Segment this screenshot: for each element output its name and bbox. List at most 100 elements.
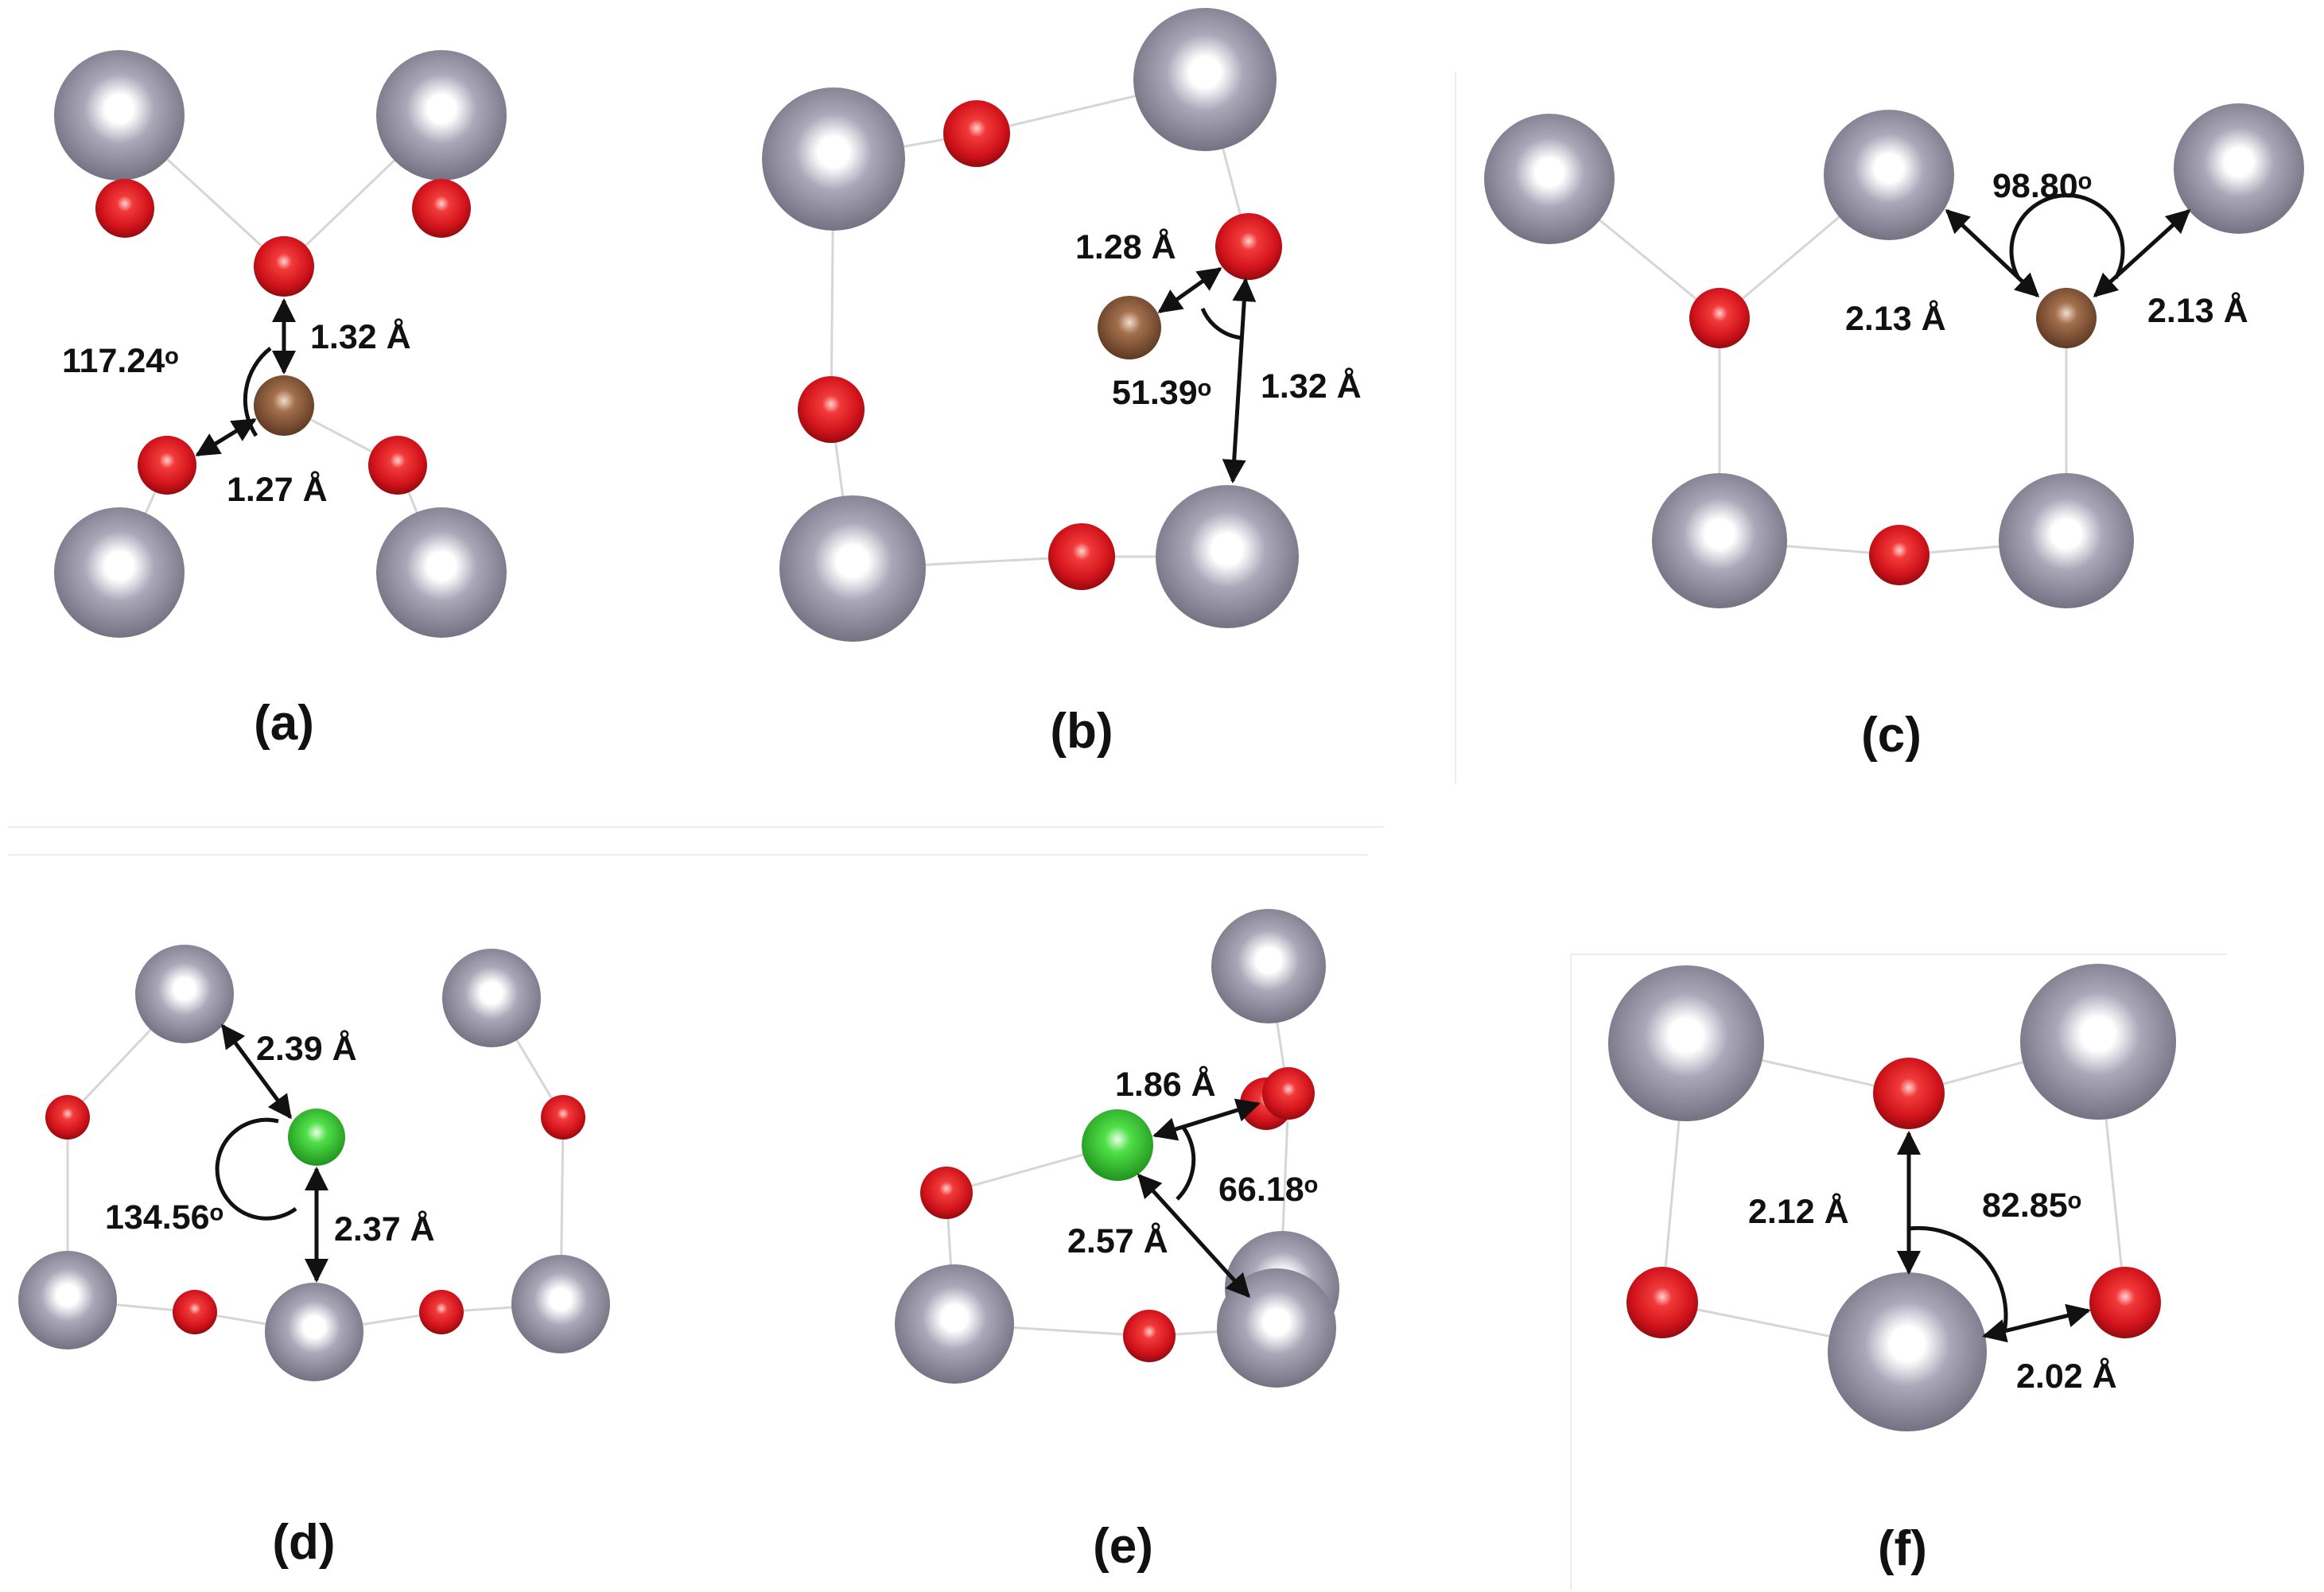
panel-c: 98.80ᵒ 2.13 Å 2.13 Å (c)	[1484, 103, 2304, 763]
metal-atom	[1484, 114, 1615, 244]
panel-f: 82.85ᵒ 2.12 Å 2.02 Å (f)	[1608, 964, 2176, 1576]
oxygen-atom	[254, 236, 314, 297]
measurement-label: 1.32 Å	[1261, 367, 1362, 406]
oxygen-atom	[1626, 1267, 1698, 1338]
metal-atom	[1217, 1268, 1336, 1388]
metal-atom	[1824, 110, 1954, 240]
measurement-label: 2.13 Å	[1845, 300, 1946, 338]
angle-arc	[243, 347, 272, 437]
measurements: 2.39 Å 134.56ᵒ 2.37 Å	[105, 1023, 435, 1283]
panel-frames	[8, 72, 2227, 1590]
bond-length-arrow	[2093, 208, 2191, 298]
measurements: 1.86 Å 66.18ᵒ 2.57 Å	[1067, 1066, 1318, 1299]
panel-caption: (b)	[1050, 704, 1113, 759]
oxygen-atom	[1689, 288, 1750, 348]
measurement-label: 1.86 Å	[1115, 1066, 1216, 1104]
oxygen-atom	[1262, 1067, 1315, 1120]
angle-arc	[1908, 1225, 2008, 1333]
metal-atom	[1156, 485, 1299, 628]
oxygen-atom	[798, 376, 865, 443]
bond-length-arrow	[1137, 1173, 1251, 1299]
chlorine-atom	[1082, 1109, 1153, 1181]
metal-atom	[1211, 909, 1326, 1023]
oxygen-atom	[173, 1290, 217, 1334]
metal-atom	[54, 507, 185, 638]
measurement-label: 134.56ᵒ	[105, 1198, 223, 1237]
measurements: 1.28 Å 51.39ᵒ 1.32 Å	[1075, 228, 1362, 483]
oxygen-atom	[1869, 525, 1930, 585]
metal-atom	[779, 495, 926, 642]
bond-length-arrow	[220, 1023, 293, 1120]
panel-caption: (d)	[272, 1515, 335, 1570]
bond-length-arrow	[1157, 266, 1222, 314]
measurement-label: 117.24ᵒ	[62, 342, 179, 380]
bonds	[1549, 173, 2068, 557]
measurement-label: 2.13 Å	[2147, 292, 2248, 330]
oxygen-atom	[419, 1290, 464, 1334]
bond-length-arrow	[195, 417, 257, 457]
panel-caption: (e)	[1093, 1519, 1153, 1574]
oxygen-atom	[412, 179, 471, 238]
bond-length-arrow	[1982, 1303, 2091, 1343]
measurements: 82.85ᵒ 2.12 Å 2.02 Å	[1748, 1131, 2117, 1396]
measurement-label: 1.32 Å	[310, 318, 411, 356]
measurement-label: 2.37 Å	[334, 1210, 435, 1248]
oxygen-atom	[95, 179, 154, 238]
measurement-label: 1.28 Å	[1075, 228, 1176, 266]
bond-length-arrow	[1945, 208, 2040, 298]
panel-e: 1.86 Å 66.18ᵒ 2.57 Å (e)	[895, 909, 1339, 1574]
atoms	[762, 8, 1299, 642]
measurement-label: 2.12 Å	[1748, 1193, 1849, 1231]
atoms	[1484, 103, 2304, 608]
measurements: 98.80ᵒ 2.13 Å 2.13 Å	[1845, 167, 2248, 338]
atoms	[895, 909, 1339, 1388]
bond-length-arrow	[1222, 278, 1257, 483]
measurement-label: 2.57 Å	[1067, 1222, 1168, 1260]
oxygen-atom	[45, 1095, 90, 1140]
metal-atom	[1133, 8, 1277, 151]
oxygen-atom	[1215, 213, 1282, 280]
angle-arc	[1200, 307, 1244, 340]
oxygen-atom	[943, 100, 1010, 167]
metal-atom	[54, 50, 185, 181]
atoms	[1608, 964, 2176, 1431]
angle-arc	[215, 1117, 297, 1221]
metal-atom	[376, 507, 507, 638]
panel-caption: (c)	[1861, 708, 1922, 763]
carbon-atom	[1098, 296, 1161, 359]
metal-atom	[1652, 473, 1787, 608]
angle-arc	[2009, 193, 2125, 280]
measurement-label: 98.80ᵒ	[1992, 167, 2092, 205]
oxygen-atom	[1048, 523, 1115, 590]
panel-a: 1.32 Å 117.24ᵒ 1.27 Å (a)	[54, 50, 507, 751]
metal-atom	[18, 1251, 117, 1349]
angle-arc	[1176, 1126, 1196, 1201]
metal-atom	[265, 1283, 363, 1381]
metal-atom	[376, 50, 507, 181]
bond-length-arrow	[1152, 1098, 1261, 1141]
metal-atom	[442, 949, 541, 1047]
panel-b: 1.28 Å 51.39ᵒ 1.32 Å (b)	[762, 8, 1362, 759]
metal-atom	[2174, 103, 2304, 234]
carbon-atom	[254, 375, 314, 436]
oxygen-atom	[368, 436, 427, 495]
metal-atom	[511, 1255, 610, 1353]
oxygen-atom	[2089, 1267, 2161, 1338]
metal-atom	[2020, 964, 2176, 1120]
metal-atom	[135, 945, 234, 1043]
oxygen-atom	[1123, 1310, 1176, 1362]
panel-d: 2.39 Å 134.56ᵒ 2.37 Å (d)	[18, 945, 610, 1570]
measurement-label: 1.27 Å	[227, 471, 328, 509]
measurement-label: 66.18ᵒ	[1218, 1171, 1318, 1209]
oxygen-atom	[541, 1095, 585, 1140]
measurement-label: 82.85ᵒ	[1982, 1186, 2081, 1225]
measurement-label: 2.39 Å	[256, 1030, 357, 1068]
metal-atom	[1608, 965, 1764, 1121]
metal-atom	[895, 1264, 1014, 1384]
oxygen-atom	[920, 1167, 973, 1219]
metal-atom	[762, 87, 905, 231]
metal-atom	[1828, 1272, 1987, 1431]
oxygen-atom	[138, 436, 196, 495]
measurement-label: 51.39ᵒ	[1112, 374, 1211, 412]
